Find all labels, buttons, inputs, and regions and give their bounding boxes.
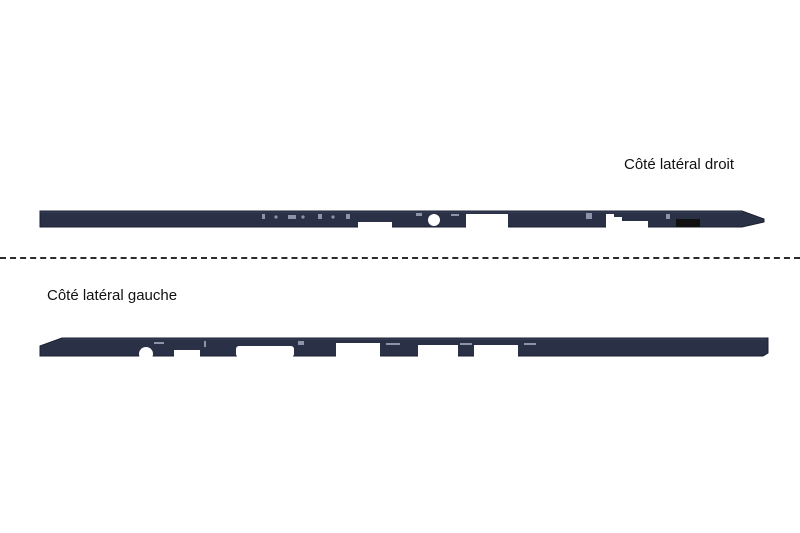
right-port-cutout-1 [358, 222, 392, 228]
headset-icon [416, 213, 422, 216]
led-indicator-2 [301, 215, 305, 219]
hdmi-icon [386, 343, 400, 345]
network-icon [586, 213, 592, 219]
right-side-label: Côté latéral droit [624, 156, 735, 173]
usb-icon-left-2 [524, 343, 536, 345]
ethernet-port-step-2 [614, 217, 622, 228]
led-indicator-3 [331, 215, 335, 219]
usb-c-port-1 [174, 350, 200, 357]
usb-a-port-left [336, 343, 380, 357]
dc-in-port [139, 347, 153, 361]
vga-port [236, 346, 294, 357]
left-side-label: Côté latéral gauche [47, 287, 178, 304]
right-chassis-body [39, 210, 765, 228]
dashed-divider [0, 257, 800, 259]
hdmi-port [418, 345, 458, 357]
audio-jack-port [428, 214, 440, 226]
display-icon [298, 341, 304, 345]
led-indicator-1 [274, 215, 278, 219]
right-side-profile [39, 210, 765, 228]
left-side-profile [39, 337, 769, 361]
card-icon [346, 214, 350, 219]
storage-icon [318, 214, 322, 219]
left-chassis-body [39, 337, 769, 357]
ethernet-port-step-3 [622, 221, 648, 228]
usb-icon-left-1 [460, 343, 472, 345]
dc-icon [154, 342, 164, 344]
thunderbolt-icon [204, 341, 206, 347]
usb-a-port-right [466, 214, 508, 228]
ethernet-port-step-1 [606, 214, 614, 228]
security-lock-slot [676, 219, 700, 227]
usb-port-3 [474, 345, 518, 357]
usb-icon-right [451, 214, 459, 216]
battery-icon [288, 215, 296, 219]
power-led-icon [262, 214, 265, 219]
lock-icon [666, 214, 670, 219]
